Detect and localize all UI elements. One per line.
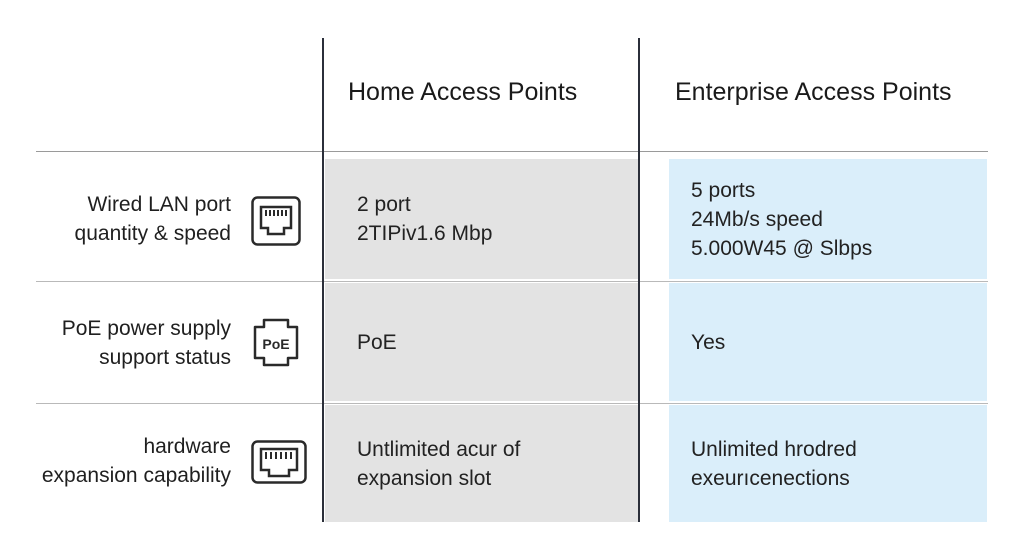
row-divider [36,403,988,404]
row-label-wired-lan: Wired LAN port quantity & speed [74,193,231,245]
column-header-home: Home Access Points [348,78,578,106]
cell-enterprise-wired-lan: 5 ports 24Mb/s speed 5.000W45 @ Slbps [669,159,987,279]
cell-enterprise-poe: Yes [669,283,987,401]
ethernet-port-icon [251,196,301,246]
row-label-poe: PoE power supply support status [61,317,231,369]
expansion-port-icon [251,440,307,484]
row-label-expansion: hardware expansion capability [41,435,231,487]
cell-home-expansion: Untlimited acur of expansion slot [325,405,639,522]
column-header-enterprise: Enterprise Access Points [675,78,952,106]
column-divider-right [638,38,640,522]
cell-home-poe: PoE [325,283,639,401]
header-divider [36,151,988,152]
row-divider [36,281,988,282]
poe-port-icon: PoE [253,318,299,367]
cell-home-wired-lan: 2 port 2TIPiv1.6 Mbp [325,159,639,279]
column-divider-left [322,38,324,522]
svg-text:PoE: PoE [262,336,289,352]
cell-enterprise-expansion: Unlimited hrodred exeurıcenections [669,405,987,522]
